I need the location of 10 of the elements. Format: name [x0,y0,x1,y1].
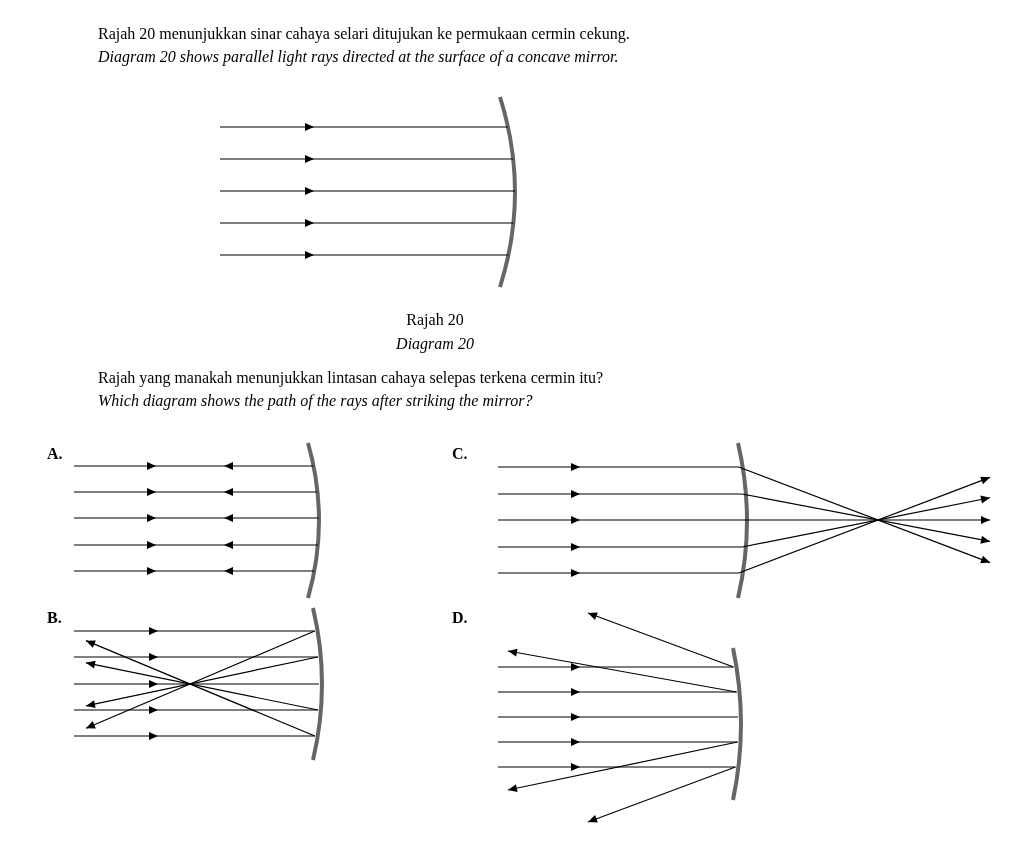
option-letter: A. [47,444,63,464]
option-letter: D. [452,608,468,628]
instruction-text: Rajah 20 menunjukkan sinar cahaya selari ditujukan ke permukaan cermin cekung. [98,24,630,44]
figure-caption: Rajah 20 [406,310,464,330]
figure-caption: Diagram 20 [396,334,474,354]
instruction-text: Diagram 20 shows parallel light rays directed at the surface of a concave mirror. [98,47,619,67]
question-text: Rajah yang manakah menunjukkan lintasan cahaya selepas terkena cermin itu? [98,368,604,388]
option-letter: C. [452,444,468,464]
option-letter: B. [47,608,62,628]
question-text: Which diagram shows the path of the rays after striking the mirror? [98,391,533,411]
